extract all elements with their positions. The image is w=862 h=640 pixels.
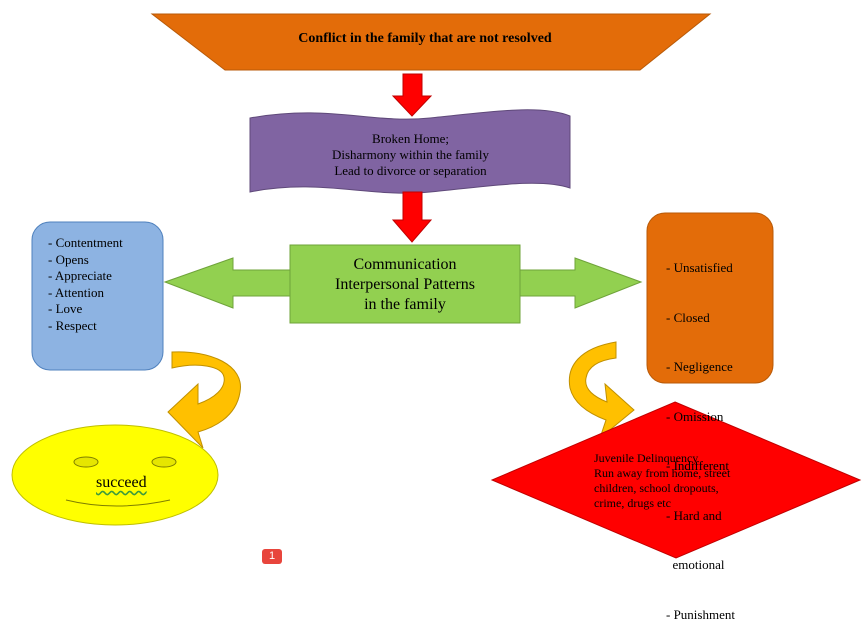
positive-patterns-list: - Contentment - Opens - Appreciate - Att… [48,235,123,334]
down-arrow-1 [391,73,433,117]
negative-pattern-item: - Punishment [666,606,735,622]
positive-pattern-item: - Contentment [48,235,123,250]
negative-pattern-item: - Omission [666,408,724,424]
broken-home-label: Broken Home; Disharmony within the famil… [258,131,563,179]
top-banner-shape [150,13,712,71]
top-banner-label: Conflict in the family that are not reso… [298,31,552,46]
positive-pattern-item: - Attention [48,284,104,300]
positive-pattern-item: - Respect [48,317,97,333]
negative-pattern-item: - Negligence [666,359,733,374]
broken-home-line: Broken Home; [372,131,449,146]
positive-patterns-box [31,221,164,371]
positive-pattern-item: - Love [48,301,83,316]
succeed-text: succeed [96,474,147,491]
negative-pattern-item: emotional [666,557,725,572]
negative-patterns-box [646,212,774,384]
delinquency-line: Juvenile Delinquency [594,451,699,465]
communication-line: in the family [364,296,446,313]
delinquency-line: children, school dropouts, [594,481,719,495]
negative-pattern-item: - Indifferent [666,458,729,473]
broken-home-line: Lead to divorce or separation [334,163,487,178]
communication-line: Communication [353,256,457,273]
page-marker-box [262,549,282,564]
succeed-label: succeed [96,474,147,492]
delinquency-diamond [490,401,862,559]
communication-arrow [163,257,291,309]
down-arrow-2 [391,191,433,243]
negative-pattern-item: - Hard and [666,507,722,523]
positive-pattern-item: - Appreciate [48,268,112,283]
communication-box [289,244,521,324]
delinquency-line: crime, drugs etc [594,496,671,510]
smiley-face [11,424,219,526]
negative-pattern-item: - Unsatisfied [666,260,733,275]
page-marker: 1 [268,550,276,562]
communication-label: Communication Interpersonal Patterns in … [296,255,514,315]
smiley-right-eye [151,456,177,468]
smiley-mouth [65,499,171,507]
negative-patterns-list: - Unsatisfied - Closed - Negligence - Om… [666,227,735,640]
negative-pattern-item: - Closed [666,309,710,325]
smiley-left-eye [73,456,99,468]
diagram-canvas [11,13,862,564]
broken-home-shape [249,109,571,194]
delinquency-label: Juvenile Delinquency Run away from home,… [594,451,730,511]
curved-arrow-left [167,351,241,449]
delinquency-line: Run away from home, street [594,466,731,480]
positive-pattern-item: - Opens [48,251,89,267]
curved-arrow-right [568,341,635,440]
communication-arrow-right [519,257,643,309]
broken-home-line: Disharmony within the family [331,147,490,162]
communication-line: Interpersonal Patterns [335,276,475,293]
